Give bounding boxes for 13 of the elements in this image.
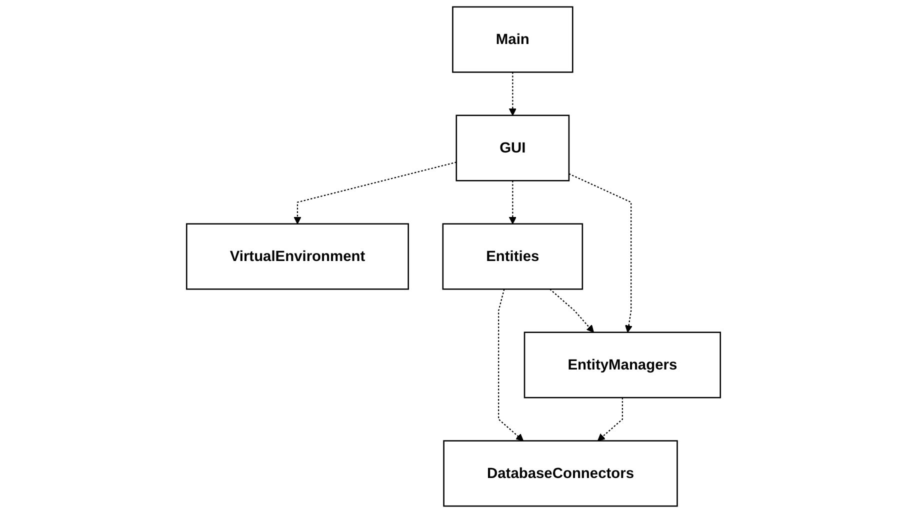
node-box: Main [452,6,574,73]
arrow [550,288,594,333]
node-box: DatabaseConnectors [443,440,678,507]
arrow [568,173,632,333]
arrow [498,288,524,442]
node-box: VirtualEnvironment [186,223,409,290]
arrow [508,72,516,116]
arrow [597,398,623,442]
node-box: GUI [456,114,570,182]
arrow [508,180,516,224]
arrow [294,162,457,224]
node-box: Entities [442,223,584,290]
node-box: EntityManagers [524,332,722,398]
